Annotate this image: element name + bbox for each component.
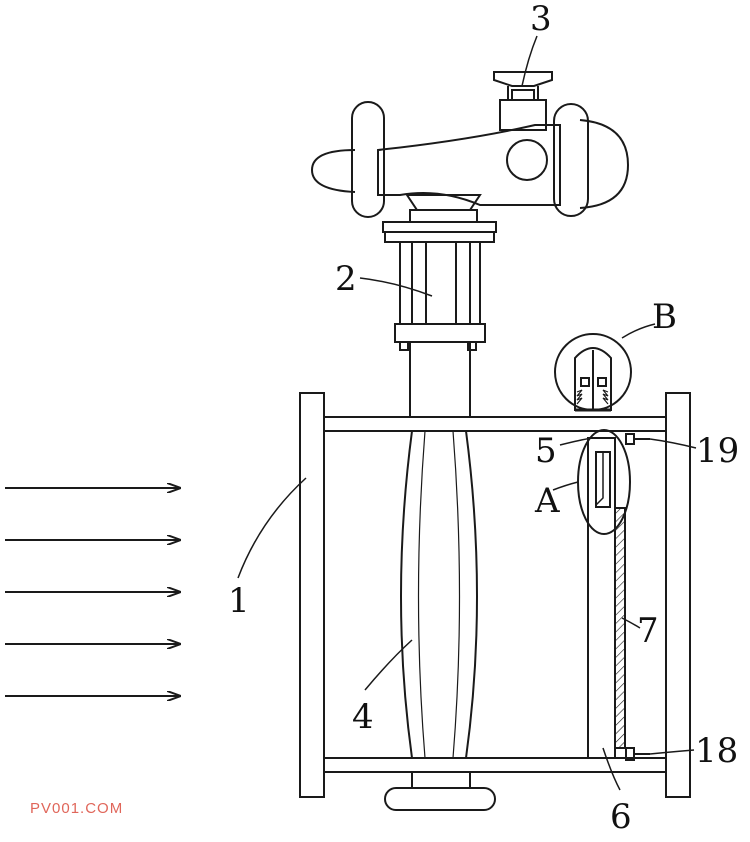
blade-edge: [452, 430, 461, 759]
blade-edge: [417, 430, 426, 759]
bolt: [467, 341, 477, 351]
valve-stem: [511, 89, 535, 101]
label-2: 2: [335, 259, 357, 299]
leader-4: [364, 639, 413, 691]
base-foot: [384, 787, 496, 811]
label-b: B: [652, 297, 677, 337]
blade-body: [400, 430, 478, 759]
leader-lines: [237, 35, 697, 791]
detail-b-spring: [602, 389, 609, 405]
latch-spring: [595, 452, 604, 506]
support-column: [409, 341, 471, 418]
flow-arrows: [5, 488, 180, 696]
label-1: 1: [228, 581, 250, 621]
nozzle-body: [377, 124, 561, 206]
upper-flange: [382, 221, 497, 233]
filter-screen: [614, 507, 626, 749]
neck-connector: [405, 194, 482, 211]
leader-1: [237, 477, 307, 579]
detail-b-block: [580, 377, 590, 387]
label-5: 5: [535, 431, 557, 471]
left-dome: [310, 149, 356, 193]
detail-b-housing: [574, 347, 612, 411]
base-stem: [411, 771, 471, 789]
watermark: PV001.COM: [30, 800, 124, 817]
detail-b: [554, 333, 632, 412]
detail-circle-a: [577, 429, 631, 535]
leader-6: [602, 747, 621, 791]
central-blade: [384, 430, 496, 811]
spray-head: [310, 71, 630, 223]
label-3: 3: [530, 0, 552, 39]
right-dome: [579, 119, 630, 209]
bottom-beam: [323, 757, 667, 773]
label-6: 6: [610, 797, 632, 837]
label-a: A: [534, 481, 560, 521]
label-7: 7: [637, 611, 659, 651]
valve-handle: [493, 71, 553, 87]
leader-7: [621, 617, 641, 629]
top-beam: [323, 416, 667, 432]
label-4: 4: [352, 697, 374, 737]
leader-5: [559, 437, 593, 446]
detail-b-block: [597, 377, 607, 387]
leader-3: [521, 35, 538, 87]
lower-flange: [394, 323, 486, 343]
rotary-joint: [506, 139, 548, 181]
bolt-19: [625, 433, 635, 445]
filter-assembly: [577, 429, 650, 761]
left-ring: [351, 101, 385, 218]
leader-a: [552, 481, 579, 491]
neck-collar: [409, 209, 478, 223]
label-19: 19: [696, 431, 739, 471]
leader-2: [359, 277, 433, 297]
leader-b: [621, 323, 656, 339]
part-labels: 3 2 1 4 5 6 7 18 19 A B: [228, 0, 739, 837]
left-post: [299, 392, 325, 798]
leader-19: [649, 438, 697, 449]
upper-plate: [384, 231, 495, 243]
cylinder-assembly: [382, 221, 497, 418]
frame: [299, 392, 691, 798]
bolt: [399, 341, 409, 351]
right-ring: [553, 103, 589, 217]
leader-18: [649, 749, 695, 755]
right-post: [665, 392, 691, 798]
detail-b-spring: [576, 389, 583, 405]
label-18: 18: [695, 731, 738, 771]
